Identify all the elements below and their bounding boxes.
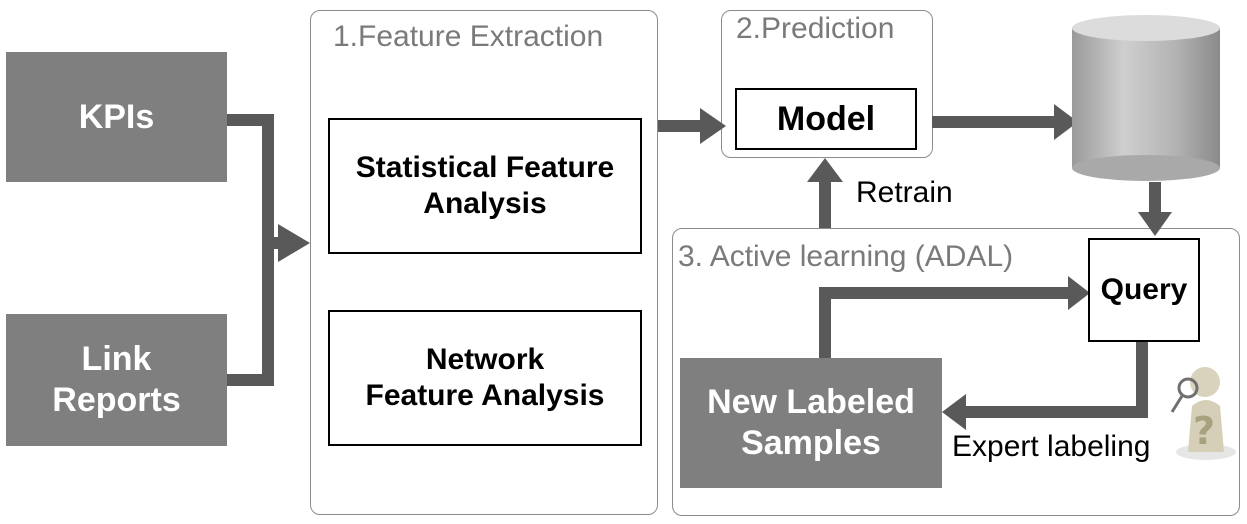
- arrow-to-query: [1138, 212, 1172, 236]
- link-reports-box: Link Reports: [6, 314, 227, 446]
- prediction-title: 2.Prediction: [736, 12, 895, 45]
- feature-extraction-title: 1.Feature Extraction: [333, 20, 604, 53]
- model-box: Model: [735, 88, 917, 150]
- kpis-box: KPIs: [6, 52, 227, 182]
- database-cylinder-icon: [1072, 15, 1220, 181]
- expert-labeling-label: Expert labeling: [952, 430, 1151, 463]
- query-box: Query: [1088, 238, 1200, 342]
- arrow-to-feature-extraction: [278, 224, 310, 262]
- arrow-expert-labeling: [942, 394, 966, 430]
- expert-question-figure-icon: ?: [1170, 367, 1236, 460]
- arrow-to-model: [700, 108, 726, 144]
- retrain-label: Retrain: [856, 176, 953, 209]
- network-feature-analysis-box: Network Feature Analysis: [328, 310, 642, 446]
- active-learning-title: 3. Active learning (ADAL): [678, 240, 1014, 273]
- arrow-samples-to-query: [1068, 276, 1090, 310]
- new-labeled-samples-box: New Labeled Samples: [680, 358, 942, 488]
- svg-text:?: ?: [1193, 409, 1215, 453]
- statistical-feature-analysis-box: Statistical Feature Analysis: [328, 118, 642, 254]
- arrow-to-database: [1054, 104, 1078, 140]
- arrow-retrain: [807, 158, 843, 182]
